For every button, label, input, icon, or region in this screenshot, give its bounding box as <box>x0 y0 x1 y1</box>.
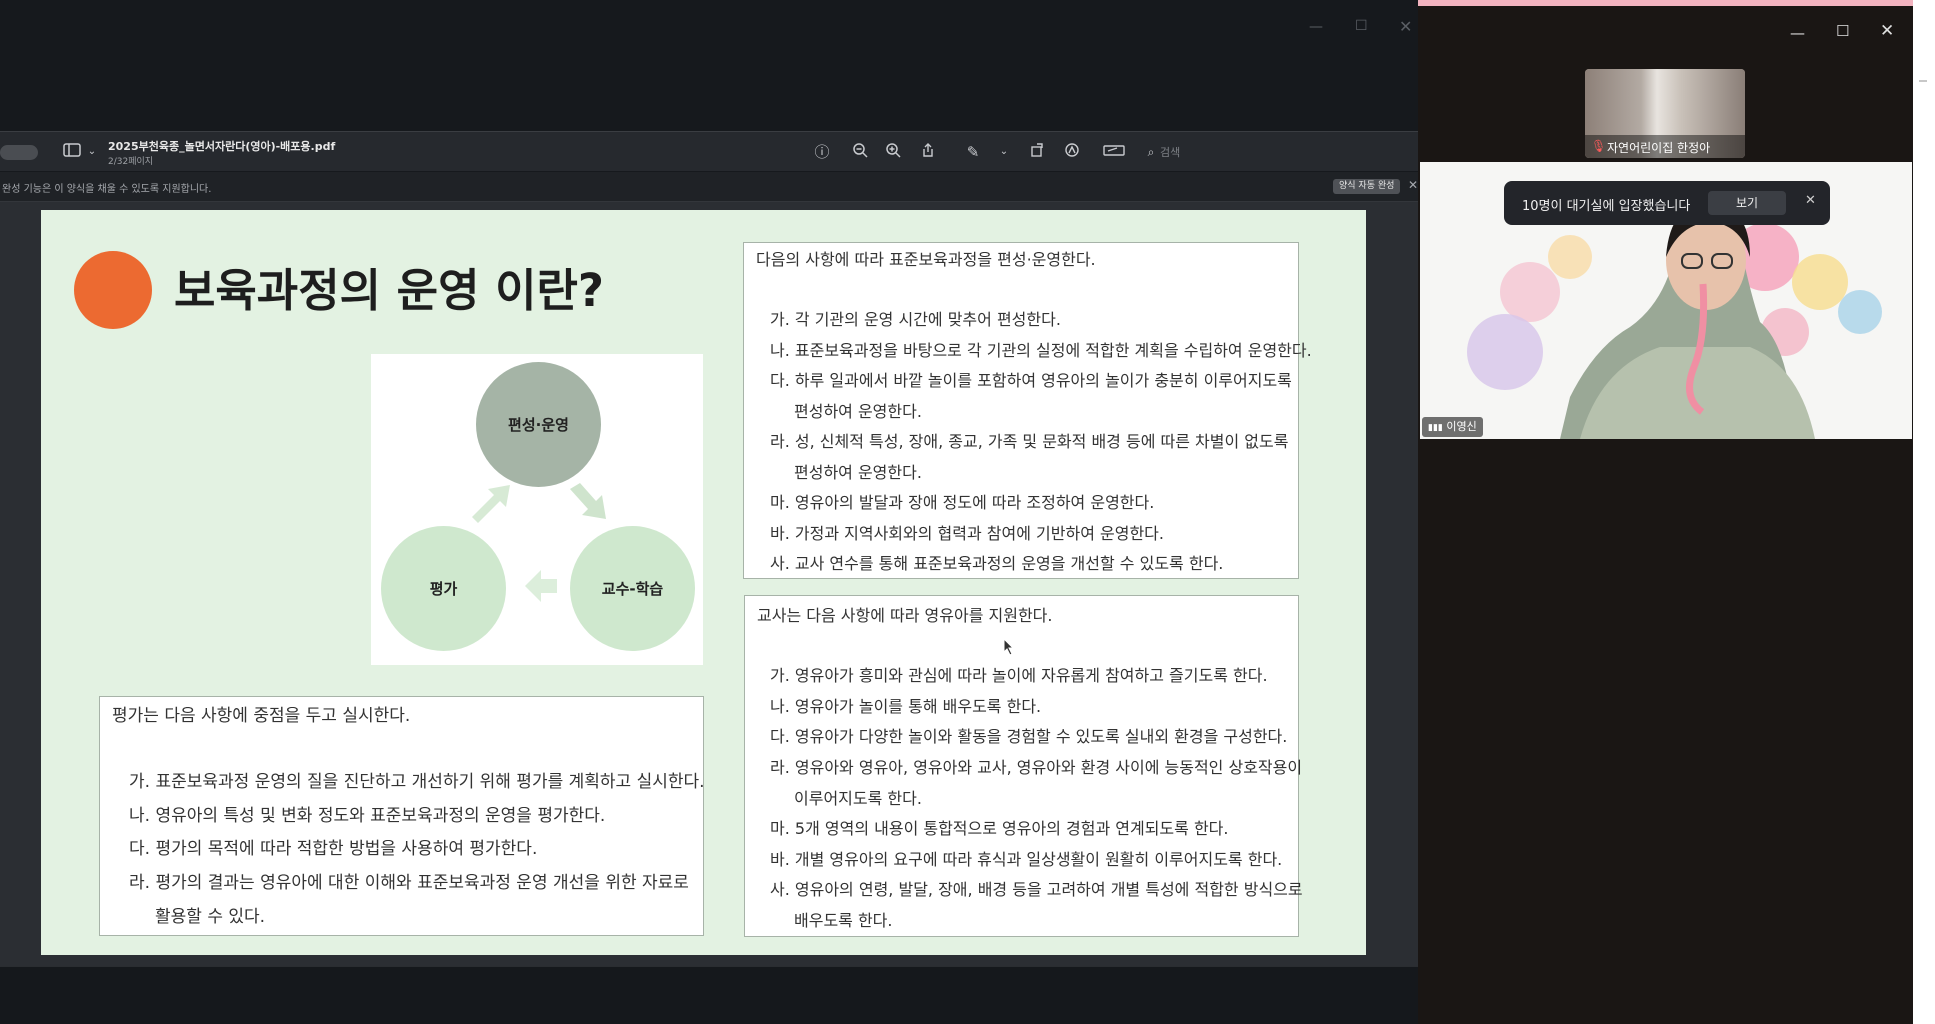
pdf-viewer-toolbar: ⌄ 2025부천육종_놀면서자란다(영아)-배포용.pdf 2/32페이지 ⓘ … <box>0 131 1418 171</box>
zoom-in-icon[interactable] <box>883 142 903 162</box>
list-item: 바. 개별 영유아의 요구에 따라 휴식과 일상생활이 원활히 이루어지도록 한… <box>770 850 1283 869</box>
sidebar-toggle-pill[interactable] <box>0 145 38 160</box>
teacher-support-textbox: 교사는 다음 사항에 따라 영유아를 지원한다. 가. 영유아가 흥미와 관심에… <box>744 595 1303 937</box>
list-item: 사. 교사 연수를 통해 표준보육과정의 운영을 개선할 수 있도록 한다. <box>770 554 1224 573</box>
participant-name: 자연어린이집 한정아 <box>1607 141 1711 155</box>
list-item: 바. 가정과 지역사회와의 협력과 참여에 기반하여 운영한다. <box>770 524 1164 543</box>
meeting-window-accent <box>1418 0 1913 6</box>
cycle-node-teaching: 교수-학습 <box>570 526 695 651</box>
evaluation-heading: 평가는 다음 사항에 중점을 두고 실시한다. <box>112 706 411 726</box>
form-icon[interactable] <box>1102 142 1126 162</box>
list-item: 다. 평가의 목적에 따라 적합한 방법을 사용하여 평가한다. <box>129 839 538 859</box>
list-item: 마. 영유아의 발달과 장애 정도에 따라 조정하여 운영한다. <box>770 493 1155 512</box>
list-item: 활용할 수 있다. <box>155 907 266 927</box>
rotate-icon[interactable] <box>1027 142 1047 162</box>
slide-page: 보육과정의 운영 이란? 편성·운영 평가 교수-학습 다음의 사항에 따라 표… <box>41 210 1366 955</box>
list-item: 가. 표준보육과정 운영의 질을 진단하고 개선하기 위해 평가를 계획하고 실… <box>129 772 705 792</box>
title-bullet-circle <box>74 251 152 329</box>
markup-icon[interactable] <box>1062 142 1082 162</box>
toast-message: 10명이 대기실에 입장했습니다 <box>1522 199 1691 214</box>
toast-view-button[interactable]: 보기 <box>1708 191 1786 215</box>
minimize-icon[interactable]: — <box>1309 19 1323 35</box>
info-icon[interactable]: ⓘ <box>814 143 830 161</box>
autofill-form-button[interactable]: 양식 자동 완성 <box>1333 179 1401 194</box>
close-icon[interactable]: ✕ <box>1408 178 1419 192</box>
list-item: 라. 성, 신체적 특성, 장애, 종교, 가족 및 문화적 배경 등에 따른 … <box>770 432 1289 451</box>
search-input[interactable]: 검색 <box>1160 146 1181 159</box>
list-item: 편성하여 운영한다. <box>794 463 922 482</box>
edge-mark <box>1919 80 1927 82</box>
cycle-node-operation: 편성·운영 <box>476 362 601 487</box>
teacher-heading: 교사는 다음 사항에 따라 영유아를 지원한다. <box>757 606 1053 625</box>
arrow-up-icon <box>472 485 510 523</box>
participant-video-tile[interactable]: 🎙 자연어린이집 한정아 <box>1585 69 1745 158</box>
slide-title: 보육과정의 운영 이란? <box>174 264 605 317</box>
chevron-down-icon[interactable]: ⌄ <box>87 146 97 157</box>
list-item: 라. 평가의 결과는 영유아에 대한 이해와 표준보육과정 운영 개선을 위한 … <box>129 873 689 893</box>
participant-name-bar <box>1585 135 1745 158</box>
arrow-down-icon <box>570 483 606 519</box>
minimize-icon[interactable]: — <box>1790 24 1805 42</box>
arrow-left-icon <box>525 570 557 602</box>
maximize-icon[interactable]: ☐ <box>1836 22 1850 40</box>
list-item: 다. 하루 일과에서 바깥 놀이를 포함하여 영유아의 놀이가 충분히 이루어지… <box>770 371 1292 390</box>
cycle-diagram: 편성·운영 평가 교수-학습 <box>371 354 703 665</box>
close-icon[interactable]: ✕ <box>1399 17 1413 36</box>
maximize-icon[interactable]: ☐ <box>1355 18 1368 34</box>
close-icon[interactable]: ✕ <box>1880 21 1895 41</box>
list-item: 가. 영유아가 흥미와 관심에 따라 놀이에 자유롭게 참여하고 즐기도록 한다… <box>770 666 1268 685</box>
close-icon[interactable]: ✕ <box>1805 193 1816 208</box>
list-item: 나. 영유아가 놀이를 통해 배우도록 한다. <box>770 697 1042 716</box>
background-window-edge <box>1913 0 1935 1024</box>
mouse-cursor-icon <box>1003 638 1015 656</box>
list-item: 나. 영유아의 특성 및 변화 정도와 표준보육과정의 운영을 평가한다. <box>129 806 606 826</box>
cycle-node-evaluation: 평가 <box>381 526 506 651</box>
search-icon[interactable]: ⌕ <box>1147 145 1155 159</box>
list-item: 다. 영유아가 다양한 놀이와 활동을 경험할 수 있도록 실내외 환경을 구성… <box>770 727 1288 746</box>
list-item: 이루어지도록 한다. <box>794 789 922 808</box>
page-info: 2/32페이지 <box>108 157 154 167</box>
form-notice: 완성 기능은 이 양식을 채울 수 있도록 지원합니다. <box>2 184 212 195</box>
zoom-out-icon[interactable] <box>850 142 870 162</box>
file-name: 2025부천육종_놀면서자란다(영아)-배포용.pdf <box>108 140 336 153</box>
speaker-video-tile[interactable]: ▮▮▮ 이영신 <box>1420 162 1912 439</box>
list-item: 사. 영유아의 연령, 발달, 장애, 배경 등을 고려하여 개별 특성에 적합… <box>770 880 1303 899</box>
signal-bars-icon: ▮▮▮ <box>1428 423 1443 433</box>
floral-background <box>1467 203 1882 439</box>
sidebar-icon[interactable] <box>62 142 82 162</box>
video-frame <box>1585 69 1745 158</box>
speaker-name-tag: ▮▮▮ 이영신 <box>1422 417 1483 437</box>
bottom-strip <box>0 966 1418 1024</box>
share-icon[interactable] <box>918 142 938 162</box>
list-item: 배우도록 한다. <box>794 911 893 930</box>
list-item: 라. 영유아와 영유아, 영유아와 교사, 영유아와 환경 사이에 능동적인 상… <box>770 758 1303 777</box>
pen-icon[interactable]: ✎ <box>966 143 980 161</box>
mic-muted-icon: 🎙 <box>1591 139 1607 153</box>
operation-textbox: 다음의 사항에 따라 표준보육과정을 편성·운영한다. 가. 각 기관의 운영 … <box>743 242 1312 579</box>
speaker-name: 이영신 <box>1446 420 1477 433</box>
operation-heading: 다음의 사항에 따라 표준보육과정을 편성·운영한다. <box>756 250 1096 269</box>
list-item: 편성하여 운영한다. <box>794 402 922 421</box>
form-fill-bar: 완성 기능은 이 양식을 채울 수 있도록 지원합니다. 양식 자동 완성 ✕ <box>0 172 1418 202</box>
list-item: 나. 표준보육과정을 바탕으로 각 기관의 실정에 적합한 계획을 수립하여 운… <box>770 341 1312 360</box>
list-item: 가. 각 기관의 운영 시간에 맞추어 편성한다. <box>770 310 1061 329</box>
chevron-down-icon[interactable]: ⌄ <box>999 146 1009 157</box>
waiting-room-toast: 10명이 대기실에 입장했습니다 보기 ✕ <box>1504 181 1830 225</box>
list-item: 마. 5개 영역의 내용이 통합적으로 영유아의 경험과 연계되도록 한다. <box>770 819 1229 838</box>
evaluation-textbox: 평가는 다음 사항에 중점을 두고 실시한다. 가. 표준보육과정 운영의 질을… <box>99 696 705 936</box>
